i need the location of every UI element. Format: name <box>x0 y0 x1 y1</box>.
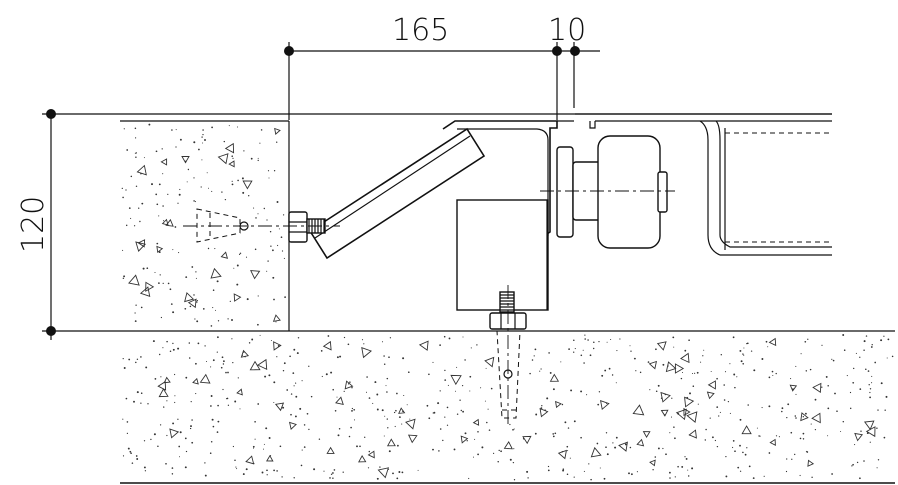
dimension-node <box>46 109 56 119</box>
roller-assembly <box>540 135 675 249</box>
bracket-plate <box>442 120 574 237</box>
concrete-speckle-wall <box>121 123 286 327</box>
dimension-node <box>46 326 56 336</box>
dimension-left: 120 <box>16 109 832 340</box>
dimension-label-120: 120 <box>16 196 51 253</box>
dimension-node <box>570 46 580 56</box>
rail-beam <box>575 113 832 256</box>
wall-anchor-bolt <box>183 208 340 243</box>
dimension-node <box>552 46 562 56</box>
diagonal-strut <box>308 127 486 260</box>
floor-anchor-thread <box>499 291 515 313</box>
dimension-label-10: 10 <box>548 13 586 48</box>
dimension-node <box>284 46 294 56</box>
dimension-label-165: 165 <box>392 13 449 48</box>
concrete-slab <box>120 330 895 484</box>
floor-anchor-bolt <box>489 285 527 428</box>
dimension-top: 165 10 <box>284 13 600 120</box>
concrete-speckle-slab <box>122 334 894 481</box>
